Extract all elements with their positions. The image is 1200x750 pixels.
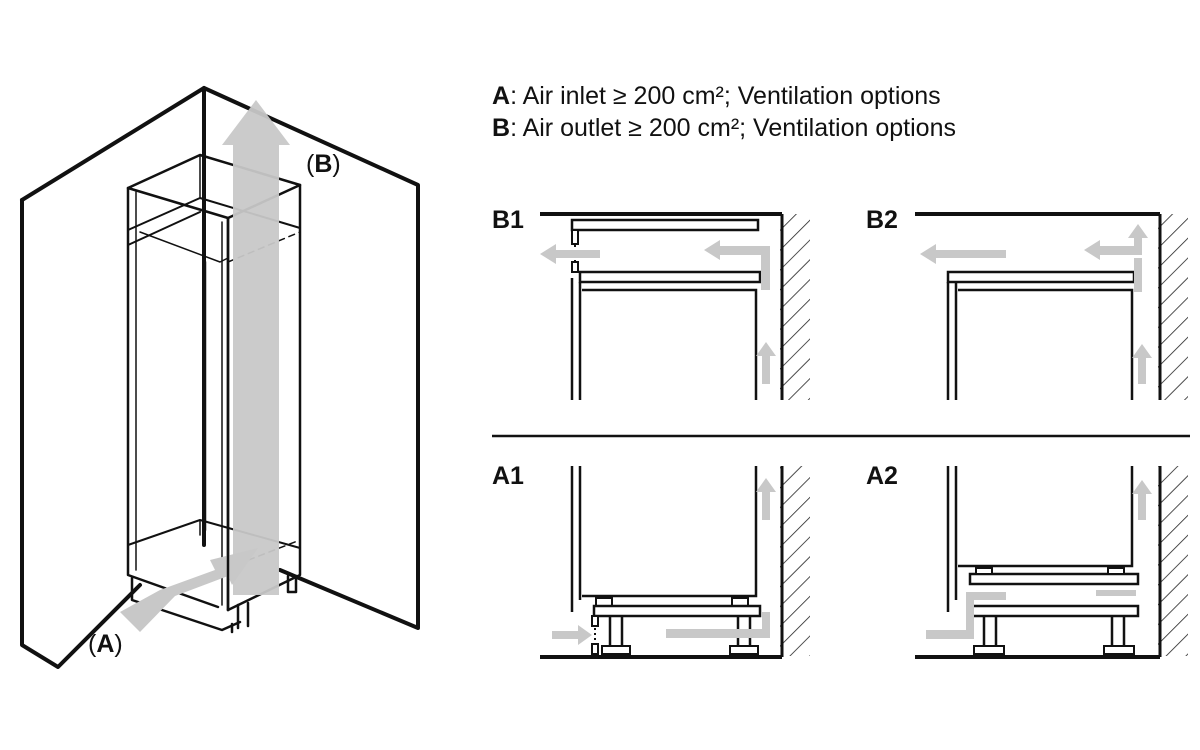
niche-back-wall xyxy=(20,86,206,547)
b1-arrow-left xyxy=(540,244,600,264)
cabinet-right-side xyxy=(226,183,302,612)
panel-a2 xyxy=(915,466,1188,659)
cabinet-left-side xyxy=(126,186,220,609)
b1-arrow-corner xyxy=(704,240,770,290)
callout-b: (B) xyxy=(306,150,341,178)
niche-left-wall xyxy=(20,198,142,669)
panel-b1 xyxy=(540,212,810,400)
niche-right-wall xyxy=(202,86,420,630)
b2-arrow-left xyxy=(920,244,1006,264)
legend-key-b: B xyxy=(492,114,511,142)
airflow-arrows-isometric xyxy=(120,100,290,632)
legend-text-a: : Air inlet ≥ 200 cm²; Ventilation optio… xyxy=(510,82,941,110)
panel-label-a1: A1 xyxy=(492,462,524,490)
b2-arrow-corner xyxy=(1084,224,1148,260)
inlet-arrow xyxy=(120,548,258,632)
legend-key-a: A xyxy=(492,82,511,110)
b1-arrow-up xyxy=(756,342,776,384)
panel-a1 xyxy=(540,466,810,659)
a2-arrow-in xyxy=(926,592,1006,639)
b2-arrow-up xyxy=(1132,344,1152,384)
outlet-arrow-up xyxy=(222,100,290,595)
a1-arrow-up xyxy=(756,478,776,520)
panel-b2 xyxy=(915,212,1188,400)
callout-a: (A) xyxy=(88,630,123,658)
a1-arrow-in xyxy=(552,625,592,645)
legend-air-outlet: B: Air outlet ≥ 200 cm²; Ventilation opt… xyxy=(492,114,956,143)
legend-text-b: : Air outlet ≥ 200 cm²; Ventilation opti… xyxy=(510,114,956,142)
a2-arrow-up xyxy=(1132,480,1152,520)
niche-isometric-drawing xyxy=(20,86,420,669)
legend-air-inlet: A: Air inlet ≥ 200 cm²; Ventilation opti… xyxy=(492,82,941,111)
a1-arrow-corner xyxy=(666,612,770,638)
panel-label-b2: B2 xyxy=(866,206,898,234)
panel-label-b1: B1 xyxy=(492,206,524,234)
panel-label-a2: A2 xyxy=(866,462,898,490)
a2-arrow-out xyxy=(1096,590,1136,596)
